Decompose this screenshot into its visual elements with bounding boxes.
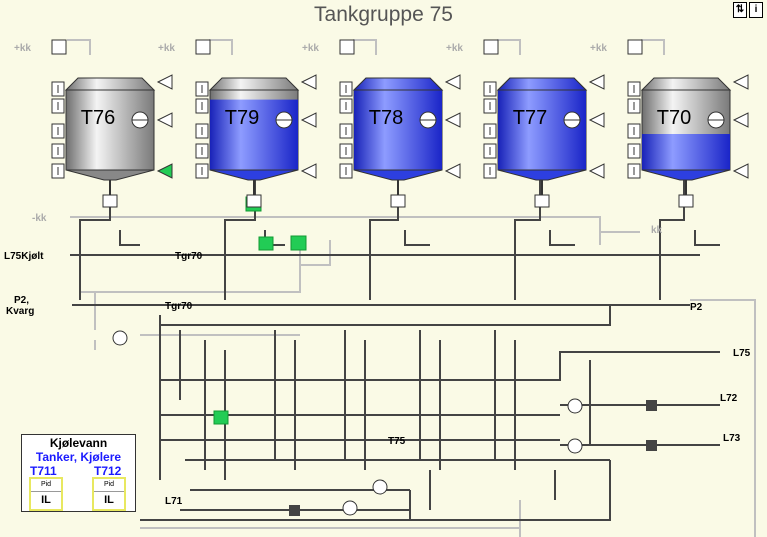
t712-controller[interactable]: Pid IL xyxy=(92,477,126,511)
cooling-water-lines xyxy=(67,39,756,537)
kk-label: +kk xyxy=(446,43,463,54)
label-p2-kvarg-line1: P2, xyxy=(14,295,29,306)
legend-title: Kjølevann xyxy=(49,436,108,450)
outlet-valve[interactable] xyxy=(246,194,262,208)
label-p2-kvarg-line2: Kvarg xyxy=(6,306,34,317)
label-l75: L75 xyxy=(733,348,751,359)
cooling-water-legend[interactable]: Kjølevann Tanker, Kjølere T711 T712 Pid … xyxy=(21,434,136,512)
level-high-indicator xyxy=(156,74,173,90)
outlet-valve[interactable] xyxy=(534,194,550,208)
legend-unit-t712: T712 xyxy=(94,464,122,478)
navigate-icon: ⇅ xyxy=(735,4,745,15)
t711-pid-label: Pid xyxy=(31,479,61,492)
info-icon: i xyxy=(754,4,758,15)
kk-inlet-valve[interactable] xyxy=(51,39,67,55)
level-mid-indicator xyxy=(444,112,461,128)
kk-label: +kk xyxy=(14,43,31,54)
kk-inlet-valve[interactable] xyxy=(339,39,355,55)
tank-t76[interactable]: T76 +kk xyxy=(14,39,173,208)
kk-right-label: kk xyxy=(651,225,663,236)
outlet-valve[interactable] xyxy=(678,194,694,208)
label-l72: L72 xyxy=(720,393,738,404)
page-title: Tankgruppe 75 xyxy=(314,3,453,26)
level-high-indicator xyxy=(732,74,749,90)
navigate-button[interactable]: ⇅ xyxy=(733,2,747,18)
outlet-valve[interactable] xyxy=(390,194,406,208)
tank-label: T79 xyxy=(225,107,259,129)
active-valves xyxy=(213,196,307,425)
tank-t79[interactable]: T79 +kk xyxy=(158,39,317,208)
level-low-indicator xyxy=(156,163,173,179)
tank-label: T76 xyxy=(81,107,115,129)
level-high-indicator xyxy=(444,74,461,90)
tank-label: T70 xyxy=(657,107,691,129)
level-mid-indicator xyxy=(732,112,749,128)
kk-label: +kk xyxy=(302,43,319,54)
level-low-indicator xyxy=(588,163,605,179)
legend-subtitle: Tanker, Kjølere xyxy=(35,450,122,464)
tank-label: T77 xyxy=(513,107,547,129)
kk-inlet-valve[interactable] xyxy=(483,39,499,55)
level-high-indicator xyxy=(588,74,605,90)
label-tgr70-b: Tgr70 xyxy=(165,301,193,312)
level-mid-indicator xyxy=(156,112,173,128)
minus-kk-label: -kk xyxy=(32,213,47,224)
level-mid-indicator xyxy=(588,112,605,128)
level-low-indicator xyxy=(444,163,461,179)
t711-controller[interactable]: Pid IL xyxy=(29,477,63,511)
legend-unit-t711: T711 xyxy=(30,464,57,478)
label-l75kjolt: L75Kjølt xyxy=(4,251,44,262)
process-pipes xyxy=(70,180,720,521)
kk-inlet-valve[interactable] xyxy=(195,39,211,55)
t712-il-label: IL xyxy=(104,494,114,506)
label-p2: P2 xyxy=(690,302,703,313)
label-t75: T75 xyxy=(388,436,406,447)
label-l71: L71 xyxy=(165,496,183,507)
outlet-valve[interactable] xyxy=(102,194,118,208)
kk-label: +kk xyxy=(590,43,607,54)
level-mid-indicator xyxy=(300,112,317,128)
label-l73: L73 xyxy=(723,433,741,444)
level-high-indicator xyxy=(300,74,317,90)
level-low-indicator xyxy=(732,163,749,179)
tank-label: T78 xyxy=(369,107,403,129)
kk-label: +kk xyxy=(158,43,175,54)
t712-pid-label: Pid xyxy=(94,479,124,492)
level-low-indicator xyxy=(300,163,317,179)
tank-t77[interactable]: T77 +kk xyxy=(446,39,605,208)
pumps xyxy=(112,330,583,516)
tank-t70[interactable]: T70 +kk xyxy=(590,39,749,208)
t711-il-label: IL xyxy=(41,494,51,506)
info-button[interactable]: i xyxy=(749,2,763,18)
tank-t78[interactable]: T78 +kk xyxy=(302,39,461,208)
label-tgr70-a: Tgr70 xyxy=(175,251,203,262)
kk-inlet-valve[interactable] xyxy=(627,39,643,55)
heat-exchangers xyxy=(289,400,657,516)
